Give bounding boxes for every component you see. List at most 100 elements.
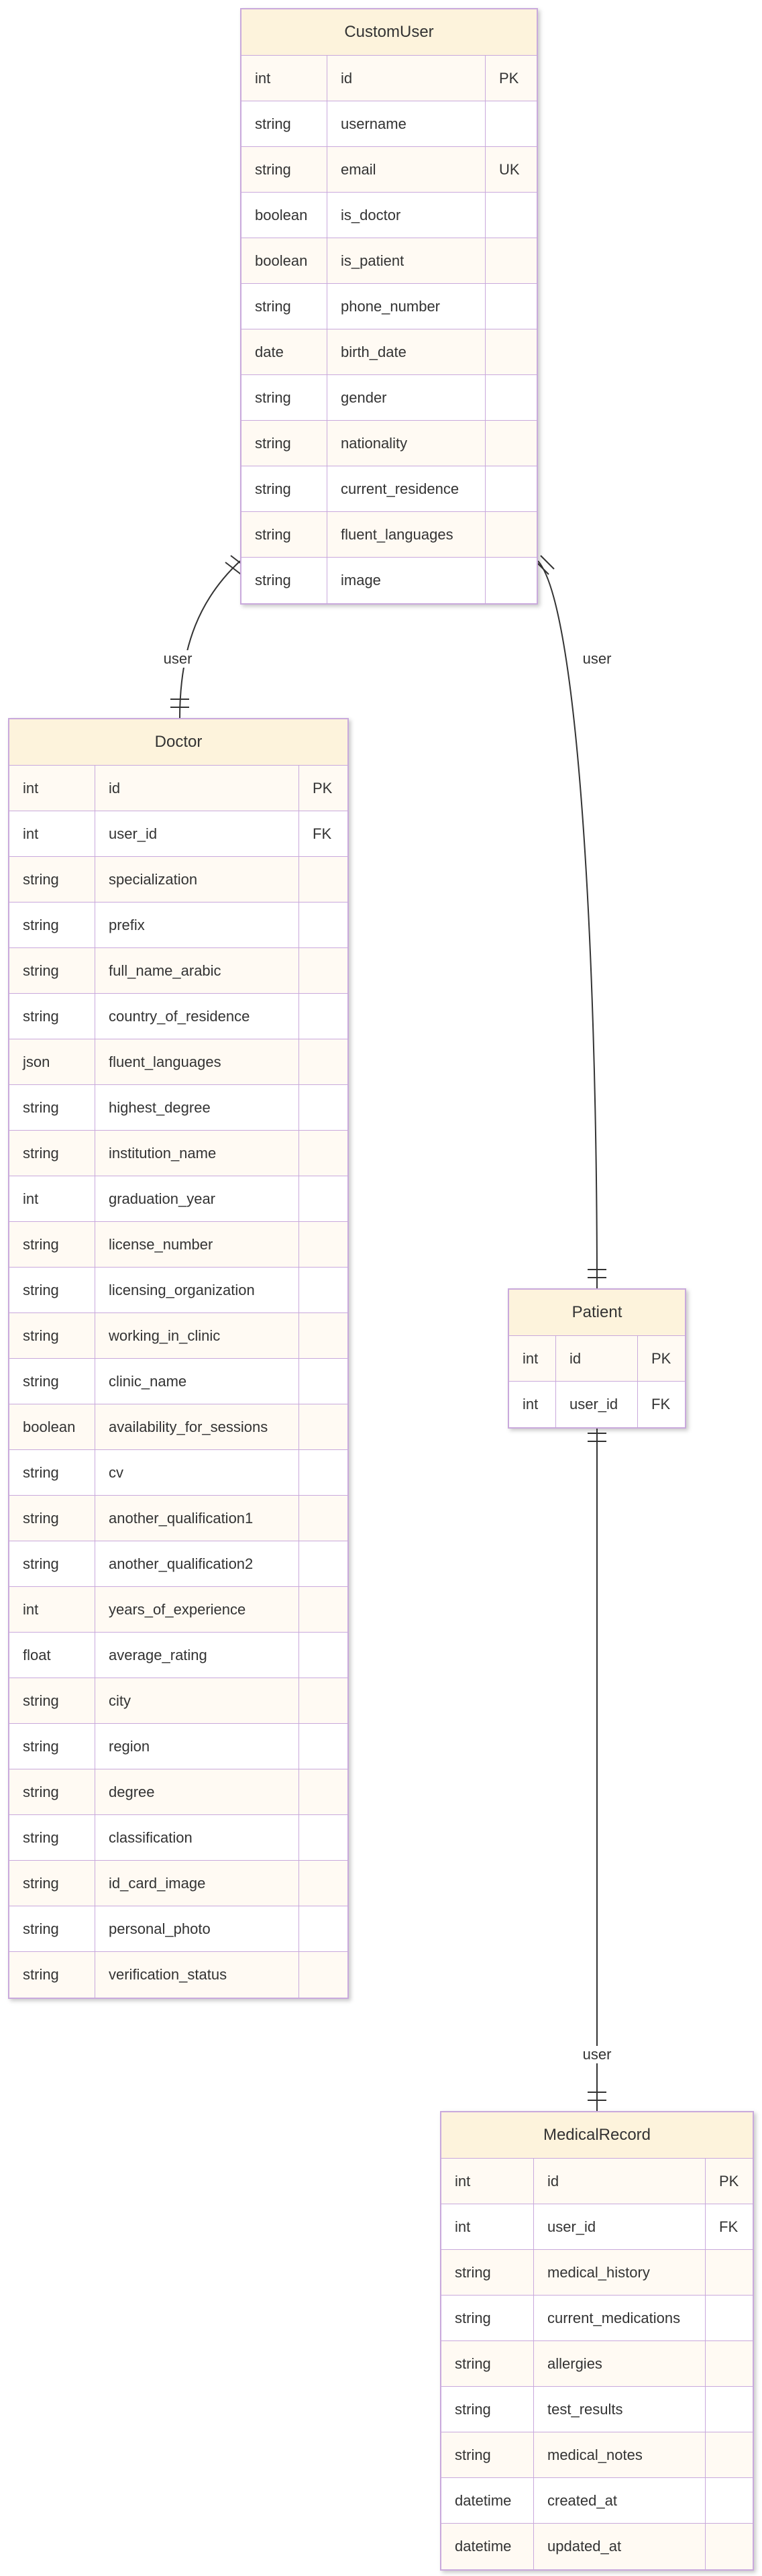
attribute-type: boolean	[241, 238, 327, 283]
attribute-name: email	[327, 147, 486, 192]
attribute-type: string	[9, 857, 95, 902]
attribute-name: country_of_residence	[95, 994, 299, 1039]
attribute-type: string	[9, 1952, 95, 1998]
attribute-key	[706, 2432, 753, 2477]
attribute-name: licensing_organization	[95, 1268, 299, 1312]
entity-title: Doctor	[9, 719, 347, 766]
attribute-name: availability_for_sessions	[95, 1404, 299, 1449]
attribute-name: working_in_clinic	[95, 1313, 299, 1358]
attribute-name: user_id	[534, 2204, 706, 2249]
attribute-name: region	[95, 1724, 299, 1769]
attribute-type: boolean	[241, 193, 327, 238]
attribute-key	[486, 466, 537, 511]
entity-title: CustomUser	[241, 9, 537, 56]
attribute-type: int	[509, 1382, 556, 1427]
attribute-key	[299, 1678, 347, 1723]
attribute-name: is_patient	[327, 238, 486, 283]
attribute-key	[299, 1359, 347, 1404]
attribute-type: string	[9, 1222, 95, 1267]
attribute-key	[706, 2478, 753, 2523]
attribute-type: string	[9, 1861, 95, 1906]
attribute-key	[706, 2341, 753, 2386]
attribute-key	[299, 857, 347, 902]
attribute-type: int	[9, 766, 95, 811]
attribute-type: string	[441, 2341, 534, 2386]
attribute-key	[299, 1404, 347, 1449]
attribute-type: int	[441, 2204, 534, 2249]
attribute-name: user_id	[95, 811, 299, 856]
attribute-name: clinic_name	[95, 1359, 299, 1404]
attribute-key	[299, 903, 347, 947]
attribute-name: medical_history	[534, 2250, 706, 2295]
attribute-key: FK	[719, 2218, 739, 2235]
attribute-type: string	[9, 1085, 95, 1130]
attribute-type: int	[9, 811, 95, 856]
attribute-type: string	[9, 1906, 95, 1951]
attribute-key	[706, 2524, 753, 2569]
attribute-key	[299, 1861, 347, 1906]
attribute-name: birth_date	[327, 329, 486, 374]
attribute-type: string	[441, 2250, 534, 2295]
attribute-name: personal_photo	[95, 1906, 299, 1951]
attribute-key	[299, 1587, 347, 1632]
attribute-name: another_qualification1	[95, 1496, 299, 1541]
relationship-line	[537, 560, 598, 1289]
attribute-key	[299, 1176, 347, 1221]
attribute-name: image	[327, 558, 486, 603]
attribute-key: PK	[719, 2172, 739, 2189]
attribute-name: specialization	[95, 857, 299, 902]
attribute-type: datetime	[441, 2524, 534, 2569]
attribute-name: average_rating	[95, 1633, 299, 1678]
attribute-type: string	[241, 147, 327, 192]
attribute-type: string	[9, 1815, 95, 1860]
attribute-key	[486, 101, 537, 146]
relationship-label: user	[581, 650, 613, 668]
attribute-name: id_card_image	[95, 1861, 299, 1906]
attribute-name: nationality	[327, 421, 486, 466]
attribute-name: gender	[327, 375, 486, 420]
attribute-key	[486, 558, 537, 603]
attribute-key	[299, 1496, 347, 1541]
attribute-type: string	[241, 284, 327, 329]
attribute-key	[299, 1815, 347, 1860]
attribute-name: another_qualification2	[95, 1541, 299, 1586]
attribute-name: current_residence	[327, 466, 486, 511]
attribute-type: date	[241, 329, 327, 374]
attribute-name: created_at	[534, 2478, 706, 2523]
attribute-key	[299, 1952, 347, 1998]
attribute-name: current_medications	[534, 2296, 706, 2340]
attribute-key	[299, 948, 347, 993]
attribute-type: string	[241, 466, 327, 511]
attribute-name: updated_at	[534, 2524, 706, 2569]
attribute-key: UK	[499, 160, 520, 178]
attribute-name: prefix	[95, 903, 299, 947]
